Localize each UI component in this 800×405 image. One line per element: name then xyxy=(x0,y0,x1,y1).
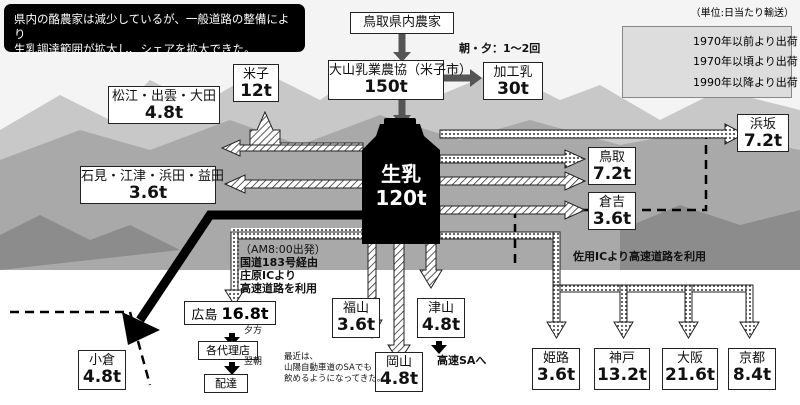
dest-iwami-name: 石見・江津・浜田・益田 xyxy=(81,169,225,184)
dest-okayama-name: 岡山 xyxy=(385,355,412,370)
unit-note: （単位:日当たり輸送） xyxy=(690,8,794,19)
headline-line-1: 県内の酪農家は減少しているが、一般道路の整備により xyxy=(14,12,290,41)
headline-callout: 県内の酪農家は減少しているが、一般道路の整備により 生乳調達範囲が拡大し、シェア… xyxy=(4,4,305,56)
dest-hamasaka: 浜坂 7.2t xyxy=(737,114,789,152)
early-note: 翌朝 xyxy=(244,357,263,367)
dest-tsuyama-name: 津山 xyxy=(427,301,454,316)
route-note-1: （AM8:00出発） xyxy=(240,243,326,256)
dest-hamasaka-value: 7.2t xyxy=(743,131,783,151)
legend-pre-1970: 1970年以前より出荷 xyxy=(693,35,798,48)
dest-himeji-value: 3.6t xyxy=(536,365,576,385)
dest-matsue-value: 4.8t xyxy=(144,103,184,123)
delivery-box: 配達 xyxy=(204,374,248,393)
dest-matsue-name: 松江・出雲・大田 xyxy=(111,89,216,104)
dest-hiroshima-name: 広島 xyxy=(191,307,218,323)
dest-himeji-name: 姫路 xyxy=(542,351,569,366)
dest-tsuyama: 津山 4.8t xyxy=(417,298,465,338)
sa-note-3: 飲めるようになってきた。 xyxy=(284,374,386,384)
dest-himeji: 姫路 3.6t xyxy=(532,348,580,390)
dest-kokura: 小倉 4.8t xyxy=(78,350,126,390)
dest-hiroshima-value: 16.8t xyxy=(221,303,269,323)
route-note-3: 庄原ICより xyxy=(240,269,296,282)
highway-sa-note: 高速SAへ xyxy=(437,354,487,367)
border-west xyxy=(10,310,152,386)
source-box: 鳥取県内農家 xyxy=(350,12,454,34)
sa-note: 最近は、 山陽自動車道のSAでも 飲めるようになってきた。 xyxy=(284,352,385,385)
dest-kyoto-value: 8.4t xyxy=(732,365,772,385)
dest-yonago-value: 12t xyxy=(240,81,272,101)
dest-osaka: 大阪 21.6t xyxy=(662,348,718,390)
dest-kokura-value: 4.8t xyxy=(82,367,122,387)
dest-yonago: 米子 12t xyxy=(233,64,279,102)
dest-fukuyama: 福山 3.6t xyxy=(332,298,380,338)
post-1990-arrow xyxy=(136,210,363,323)
forest-silhouette xyxy=(0,205,800,270)
legend-c1970: 1970年以頃より出荷 xyxy=(693,55,798,68)
dest-osaka-value: 21.6t xyxy=(664,365,716,385)
dest-iwami-value: 3.6t xyxy=(128,183,168,203)
dest-iwami: 石見・江津・浜田・益田 3.6t xyxy=(80,166,225,204)
dest-fukuyama-name: 福山 xyxy=(342,301,369,316)
frequency-note: 朝・夕：1～2回 xyxy=(459,42,541,55)
processed-milk-box: 加工乳 30t xyxy=(483,62,543,100)
hiroshima-route-note: （AM8:00出発） 国道183号経由 庄原ICより 高速道路を利用 xyxy=(240,243,326,295)
dest-kokura-name: 小倉 xyxy=(88,353,115,368)
dest-kyoto: 京都 8.4t xyxy=(728,348,776,390)
agency-box: 各代理店 xyxy=(198,341,258,360)
route-note-4: 高速道路を利用 xyxy=(240,282,317,295)
dest-kobe: 神戸 13.2t xyxy=(594,348,650,390)
dest-hiroshima: 広島 16.8t xyxy=(184,301,276,325)
milk-can-icon xyxy=(362,118,440,244)
dest-tottori: 鳥取 7.2t xyxy=(588,147,636,185)
source-label: 鳥取県内農家 xyxy=(362,15,441,30)
route-note-2: 国道183号経由 xyxy=(240,256,318,269)
dest-tottori-value: 7.2t xyxy=(592,164,632,184)
legend: 1970年以前より出荷 1970年以頃より出荷 1990年以降より出荷 xyxy=(622,26,798,98)
cooperative-box: 大山乳業農協（米子市） 150t xyxy=(328,60,473,100)
dest-yonago-name: 米子 xyxy=(242,67,269,82)
cooperative-name: 大山乳業農協（米子市） xyxy=(329,63,473,78)
dest-kurayoshi-value: 3.6t xyxy=(592,209,632,229)
sa-note-1: 最近は、 xyxy=(284,352,319,362)
dest-tottori-name: 鳥取 xyxy=(598,150,625,165)
dest-kobe-value: 13.2t xyxy=(596,365,648,385)
sa-note-2: 山陽自動車道のSAでも xyxy=(284,363,372,373)
dest-okayama: 岡山 4.8t xyxy=(375,352,423,392)
evening-note: 夕方 xyxy=(244,326,263,336)
dest-kobe-name: 神戸 xyxy=(608,351,635,366)
dest-fukuyama-value: 3.6t xyxy=(336,315,376,335)
c1970-arrows xyxy=(224,123,760,339)
dest-kurayoshi: 倉吉 3.6t xyxy=(588,192,636,230)
dest-hamasaka-name: 浜坂 xyxy=(749,117,776,132)
dest-matsue: 松江・出雲・大田 4.8t xyxy=(108,86,220,124)
cooperative-value: 150t xyxy=(364,77,408,97)
processed-value: 30t xyxy=(497,79,529,99)
dest-okayama-value: 4.8t xyxy=(379,369,419,389)
milk-label: 生乳 xyxy=(381,162,421,186)
milk-value: 120t xyxy=(375,186,427,210)
sakuyo-note: 佐用ICより高速道路を利用 xyxy=(573,250,706,263)
processed-name: 加工乳 xyxy=(493,65,533,80)
legend-post-1990: 1990年以降より出荷 xyxy=(693,76,798,89)
dest-osaka-name: 大阪 xyxy=(676,351,703,366)
dest-kyoto-name: 京都 xyxy=(738,351,765,366)
milk-total: 生乳 120t xyxy=(363,126,439,242)
dest-tsuyama-value: 4.8t xyxy=(421,315,461,335)
headline-line-2: 生乳調達範囲が拡大し、シェアを拡大できた。 xyxy=(14,42,256,56)
dest-kurayoshi-name: 倉吉 xyxy=(598,195,625,210)
